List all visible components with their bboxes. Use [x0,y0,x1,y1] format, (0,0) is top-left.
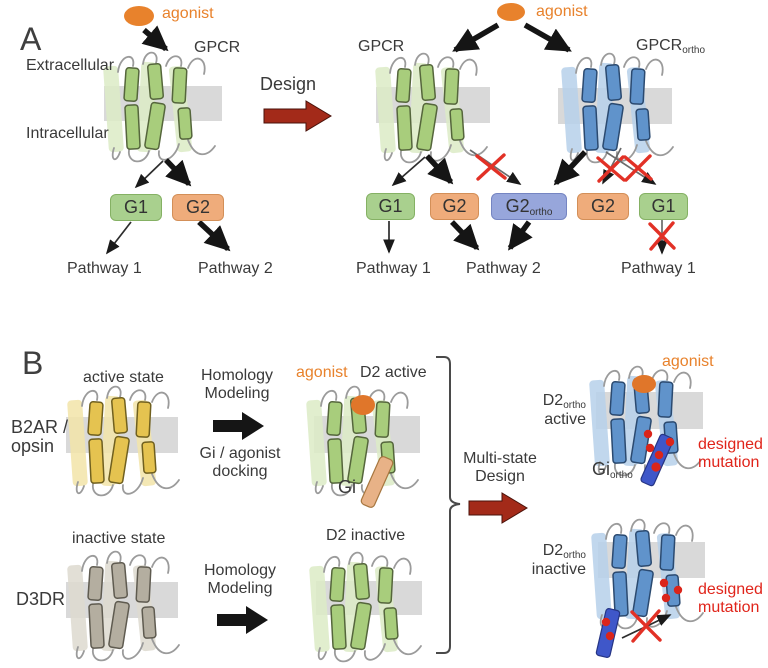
pathway2-label: Pathway 2 [198,260,273,277]
d3dr-label: D3DR [16,589,66,609]
homology-arrow-bottom [217,606,268,634]
d2-inactive-label: D2 inactive [326,527,406,544]
multistate-design-arrow [468,492,528,524]
agonist-binding-arrow [141,25,169,52]
gi-ortho-label: Giortho [592,459,633,481]
red-x-gpcr-g2ortho [475,153,507,181]
b2ar-label-line1: B2AR / [11,417,69,437]
arrow-g2ortho-pathway2 [507,220,533,251]
g1-box: G1 [110,194,162,221]
design-arrow [263,100,332,132]
agonist-oval-right [497,3,525,21]
agonist-label-right-b: agonist [662,353,714,370]
arrow-gpcr-g1 [134,160,164,189]
arrow-g1-pathway1 [105,221,132,255]
g2-box-right: G2 [430,193,479,220]
arrow-gpcrortho-g2ortho [553,150,588,186]
g2-box: G2 [172,194,224,221]
agonist-arrow-gpcr [452,22,500,53]
d2-active-label: D2 active [360,364,427,381]
red-x-gpcrortho-g1 [623,154,653,182]
active-state-label: active state [83,369,164,386]
pathway2-label-right: Pathway 2 [466,260,541,277]
agonist-oval-d2 [351,395,375,415]
panel-a-label: A [20,21,42,57]
arrow-gpcr-g1-right [391,156,426,187]
arrow-gpcr-g2 [164,158,192,187]
design-label: Design [260,74,317,94]
g1-box-right: G1 [366,193,415,220]
designed-mutation-dots-inactive [601,578,683,641]
inactive-state-label: inactive state [72,530,166,547]
g1-box-b: G1 [639,193,688,220]
agonist-label-mid: agonist [296,364,348,381]
designed-mutation-dots-active [643,429,675,472]
intracellular-label: Intracellular [26,125,109,142]
red-x-rod-binding [630,609,662,643]
gi-rod [360,456,394,508]
d2ortho-inactive-label: D2ortho inactive [531,542,586,578]
homology-arrow-top [213,412,264,440]
gi-ortho-rod [640,433,674,487]
gpcr-label: GPCR [194,39,241,56]
pathway1-label-b: Pathway 1 [621,260,696,277]
agonist-oval [124,6,154,26]
agonist-oval-d2ortho [632,375,656,393]
pathway1-label-right: Pathway 1 [356,260,431,277]
gpcr-ortho-label: GPCRortho [636,37,706,56]
red-x-g1b-pathway1 [648,221,676,251]
g2-ortho-box: G2ortho [491,193,567,220]
arrow-gpcrortho-g2-blocked [602,147,622,185]
d2ortho-active-label: D2ortho active [542,392,586,428]
g2-box-b: G2 [577,193,629,220]
pathway1-label: Pathway 1 [67,260,142,277]
gpcr-label-right: GPCR [358,38,405,55]
agonist-arrow-gpcr-ortho [523,22,572,53]
agonist-label-right: agonist [536,3,588,20]
arrow-g2-pathway2 [197,219,231,252]
agonist-label: agonist [162,5,214,22]
extracellular-label: Extracellular [26,57,115,74]
arrow-g2-pathway2-right [450,220,480,251]
panel-b-label: B [22,345,44,381]
grouping-bracket [436,356,461,654]
arrow-gpcr-g2-right [424,154,454,185]
b2ar-label-line2: opsin [11,436,55,456]
arrow-gpcrortho-g1-blocked [605,151,657,185]
gi-label: Gi [338,477,356,497]
